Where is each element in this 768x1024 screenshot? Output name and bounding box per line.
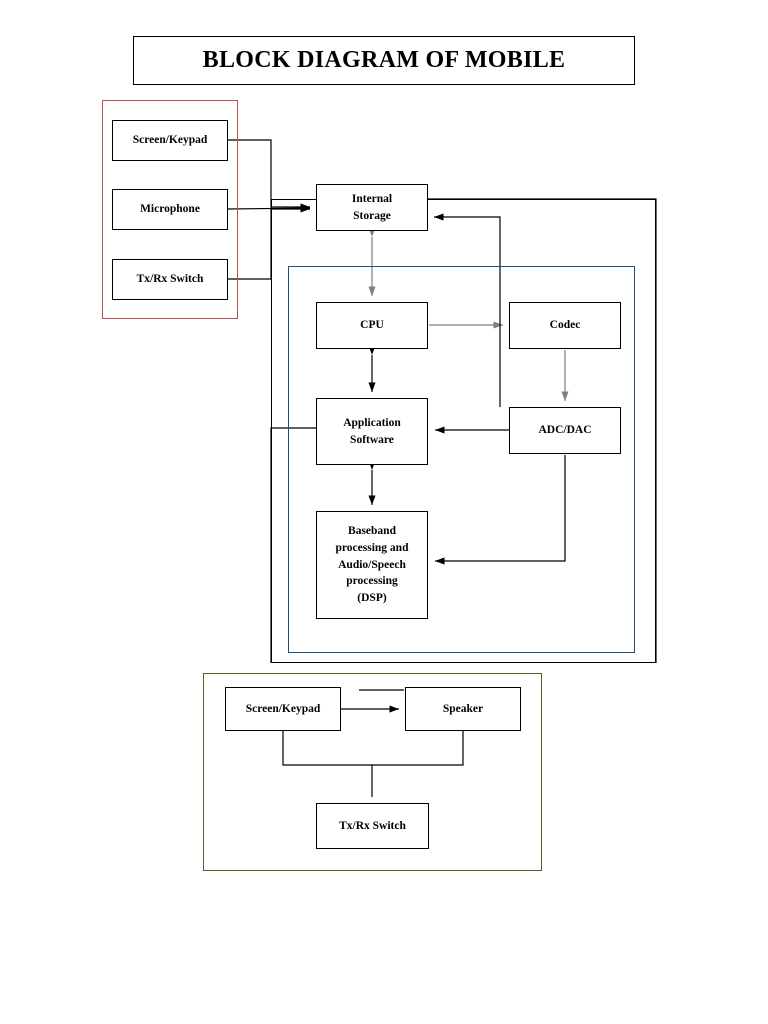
block-label: Speaker — [442, 702, 484, 715]
connector-screen-keypad-to-internal-storage — [228, 139, 310, 211]
page-title: BLOCK DIAGRAM OF MOBILE — [202, 47, 566, 73]
block-label: Tx/Rx Switch — [339, 819, 406, 832]
block-tx-rx-switch-output[interactable]: Tx/Rx Switch — [316, 803, 429, 849]
output-group — [203, 673, 542, 871]
block-speaker[interactable]: Speaker — [405, 687, 521, 731]
block-cpu[interactable]: CPU — [316, 302, 428, 349]
input-group — [102, 100, 238, 319]
block-label: Codec — [549, 319, 581, 332]
block-label: Screen/Keypad — [132, 134, 208, 147]
block-screen-keypad-output[interactable]: Screen/Keypad — [225, 687, 341, 731]
block-label: ADC/DAC — [538, 424, 592, 437]
block-label: Tx/Rx Switch — [136, 273, 204, 286]
diagram-title-box: BLOCK DIAGRAM OF MOBILE — [133, 36, 635, 85]
block-tx-rx-switch-input[interactable]: Tx/Rx Switch — [112, 259, 228, 300]
block-label: Microphone — [140, 203, 200, 216]
block-label: Screen/Keypad — [245, 702, 321, 715]
processing-group-outer — [271, 199, 656, 663]
block-screen-keypad-input[interactable]: Screen/Keypad — [112, 120, 228, 161]
block-adc-dac[interactable]: ADC/DAC — [509, 407, 621, 454]
processing-group-inner — [288, 266, 635, 653]
block-microphone[interactable]: Microphone — [112, 189, 228, 230]
block-codec[interactable]: Codec — [509, 302, 621, 349]
block-label: CPU — [360, 319, 384, 332]
